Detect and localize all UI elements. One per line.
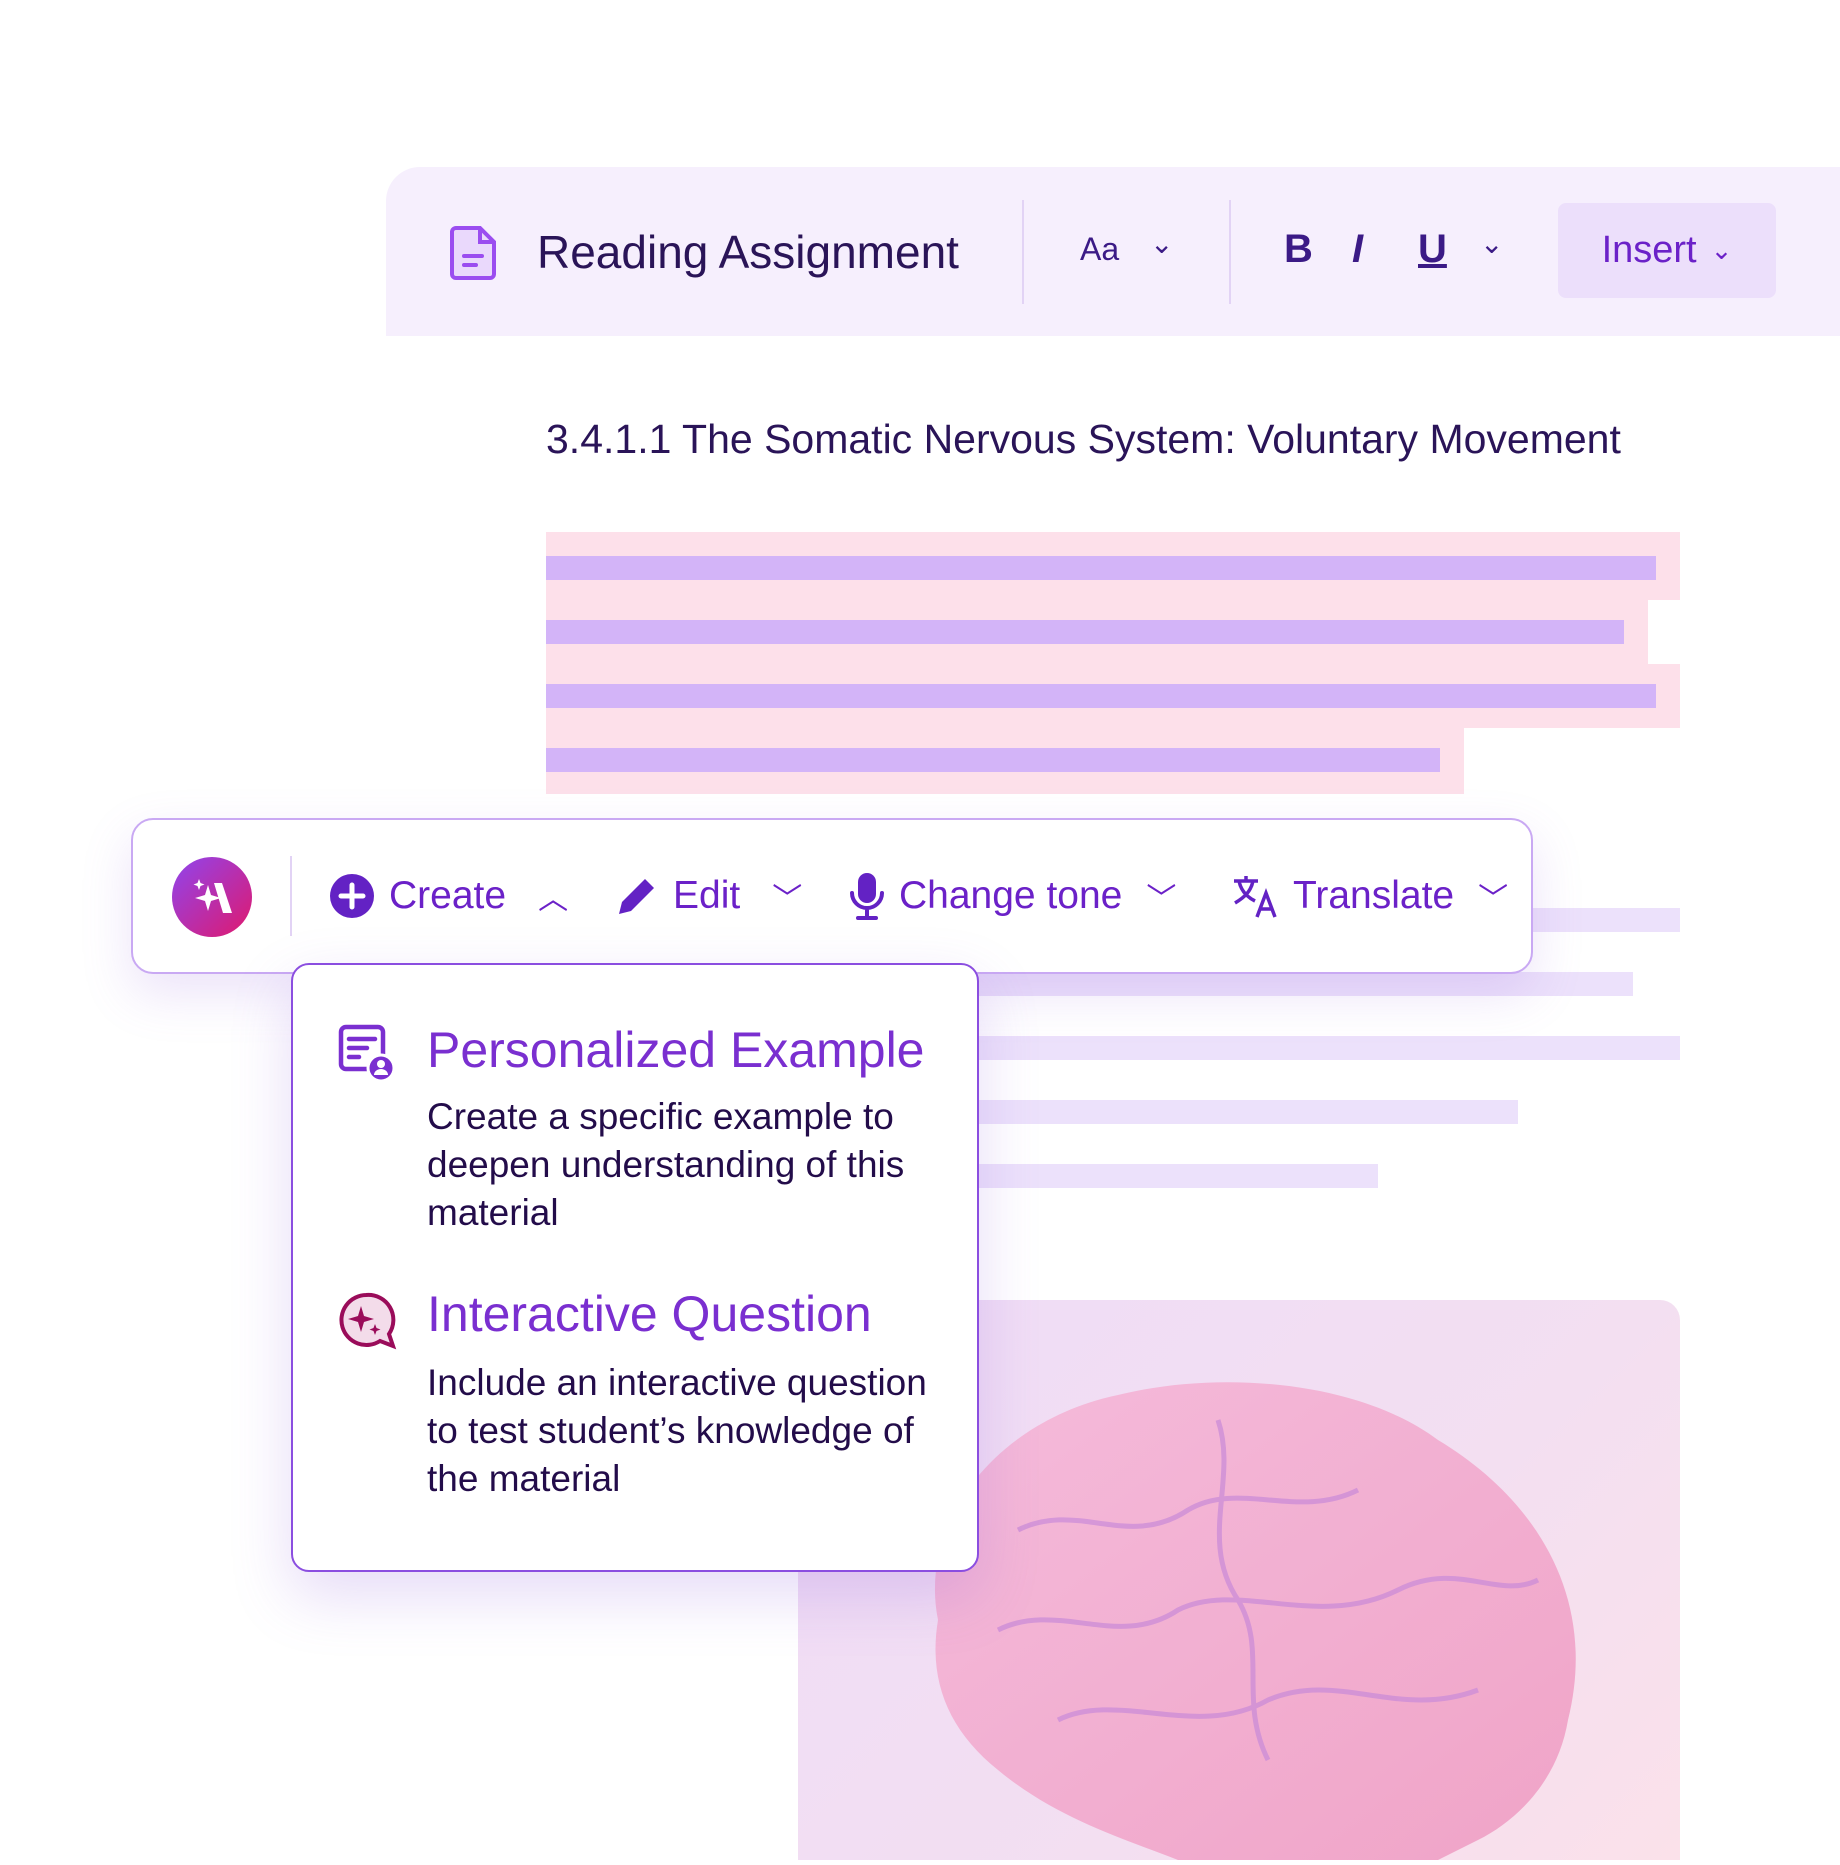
translate-label: Translate (1293, 874, 1455, 917)
brain-image (934, 1382, 1576, 1860)
microphone-icon (850, 873, 884, 920)
section-heading: 3.4.1.1 The Somatic Nervous System: Volu… (546, 416, 1621, 462)
chevron-up-icon: ︿ (538, 883, 569, 916)
chevron-down-icon: ⌄ (1710, 235, 1733, 265)
create-button[interactable]: Create ︿ (329, 820, 568, 972)
chevron-down-icon: ﹀ (1478, 883, 1509, 916)
menu-item-title: Personalized Example (427, 1022, 925, 1078)
divider (1022, 200, 1024, 304)
font-size-button[interactable]: Aa (1080, 231, 1120, 267)
change-tone-label: Change tone (899, 874, 1123, 917)
chevron-down-icon: ﹀ (772, 883, 803, 916)
ai-logo-button[interactable] (172, 857, 252, 937)
italic-button[interactable]: I (1352, 227, 1364, 271)
insert-button[interactable]: Insert ⌄ (1558, 203, 1776, 298)
pencil-icon (619, 879, 654, 914)
translate-button[interactable]: Translate ﹀ (1231, 820, 1508, 972)
translate-icon (1234, 876, 1277, 918)
menu-item-personalized-example[interactable]: Personalized Example Create a specific e… (293, 1005, 977, 1245)
change-tone-button[interactable]: Change tone ﹀ (849, 820, 1176, 972)
document-icon (450, 226, 496, 280)
chevron-down-icon[interactable]: ⌄ (1480, 228, 1504, 259)
divider (1229, 200, 1231, 304)
edit-button[interactable]: Edit ﹀ (615, 820, 802, 972)
divider (290, 856, 292, 936)
chevron-down-icon: ﹀ (1146, 883, 1177, 916)
menu-item-description: Include an interactive question to test … (427, 1362, 927, 1499)
underline-button[interactable]: U (1418, 227, 1447, 271)
bold-button[interactable]: B (1284, 227, 1313, 271)
insert-label: Insert (1601, 229, 1697, 271)
ai-toolbar: Create ︿ Edit ﹀ Change tone ﹀ Translate … (131, 818, 1533, 974)
menu-item-title: Interactive Question (427, 1286, 872, 1342)
menu-item-description: Create a specific example to deepen unde… (427, 1096, 905, 1233)
plus-circle-icon (330, 874, 374, 918)
sparkle-logo-icon (193, 879, 232, 913)
edit-label: Edit (673, 874, 741, 917)
create-label: Create (389, 874, 507, 917)
sparkle-chat-icon (339, 1292, 397, 1350)
document-toolbar: Reading Assignment Aa ⌄ B I U ⌄ Insert ⌄ (386, 167, 1840, 336)
chevron-down-icon[interactable]: ⌄ (1150, 228, 1174, 259)
create-dropdown-menu: Personalized Example Create a specific e… (291, 963, 979, 1572)
document-user-icon (338, 1024, 395, 1081)
menu-item-interactive-question[interactable]: Interactive Question Include an interact… (293, 1271, 977, 1511)
document-title: Reading Assignment (537, 226, 959, 278)
